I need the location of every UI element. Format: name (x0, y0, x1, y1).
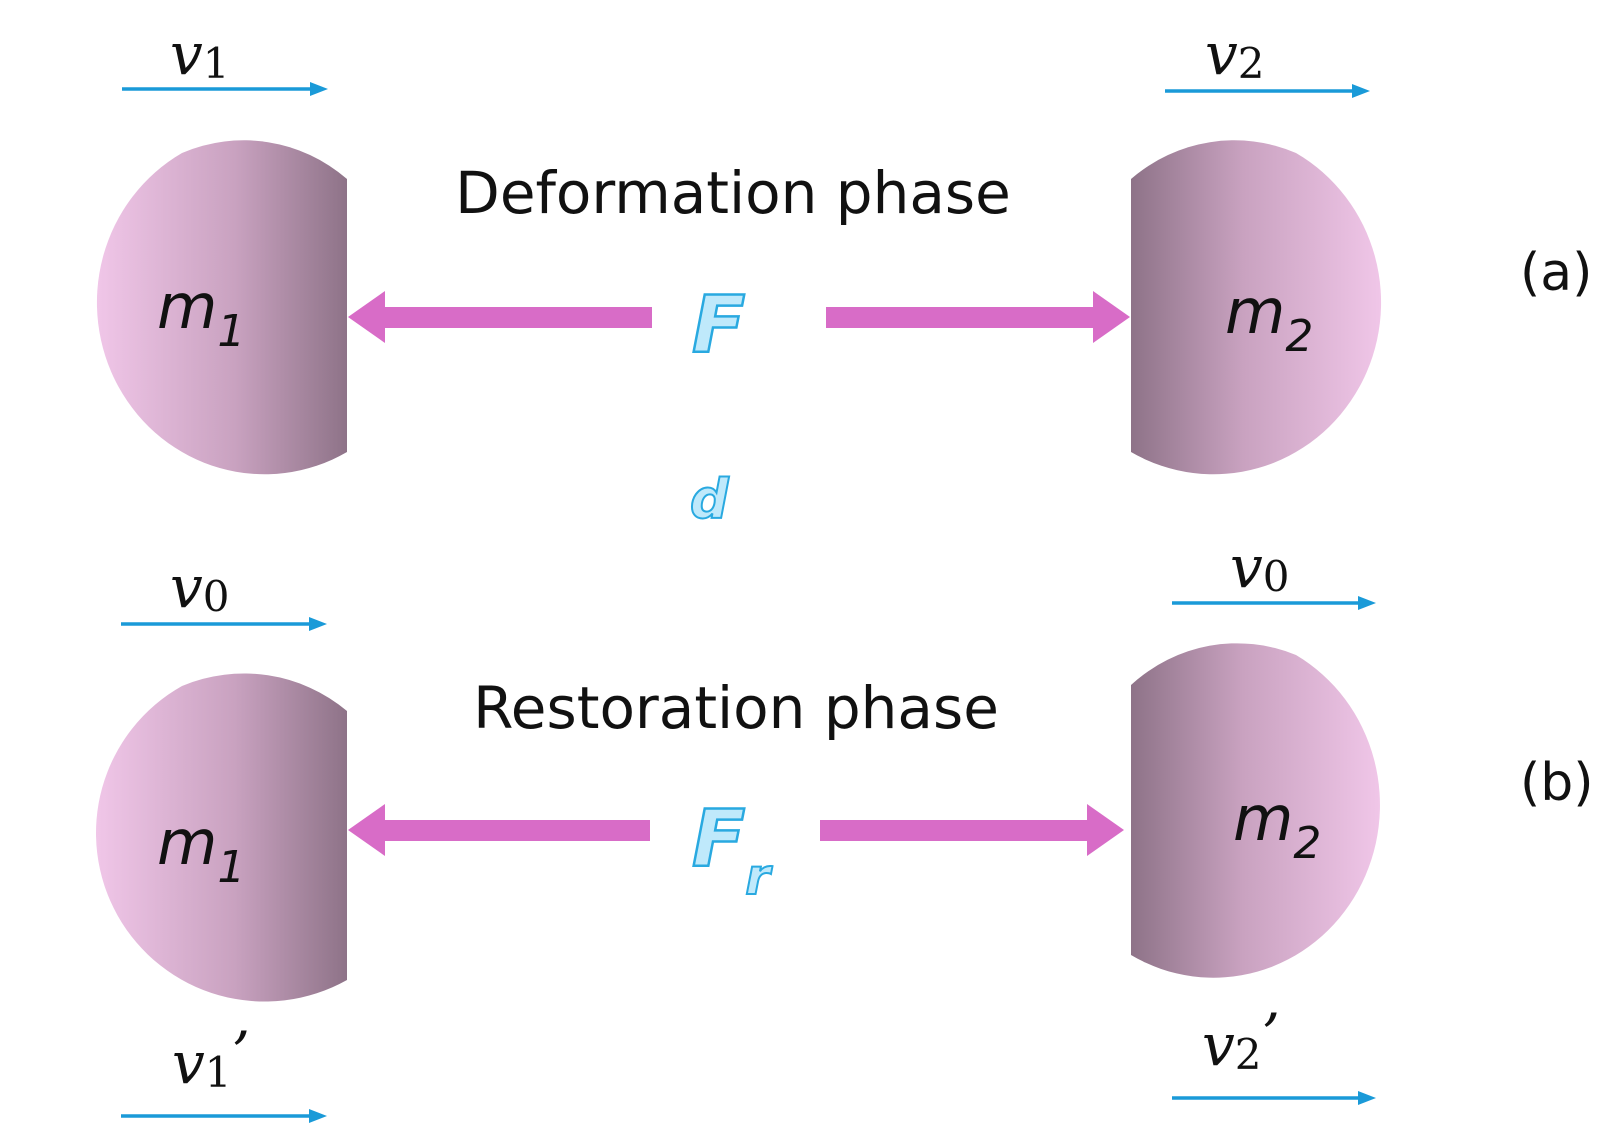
velocity-arrowhead (309, 617, 327, 631)
velocity-subscript: 1 (205, 1048, 232, 1097)
force-arrow-right (826, 291, 1130, 343)
velocity-symbol: v (170, 20, 203, 88)
velocity-symbol: v (172, 1029, 205, 1097)
velocity-v0-top-left: v0 (121, 553, 327, 631)
panel-a: v1 v2 Deformation phase m1 m2 (96, 20, 1592, 532)
force-label-F: F (692, 281, 745, 371)
panel-a-title: Deformation phase (455, 159, 1011, 227)
velocity-subscript: 1 (203, 39, 230, 88)
force-arrow-left (348, 804, 650, 856)
velocity-v1-top-left: v1 (122, 20, 328, 96)
force-label-Fr: Fr (692, 795, 773, 906)
velocity-arrowhead (1358, 1091, 1376, 1105)
velocity-arrowhead (1352, 84, 1370, 98)
mass-m1-label: m1 (157, 270, 245, 357)
velocity-subscript: 2 (1235, 1030, 1262, 1079)
force-arrow-right (820, 804, 1124, 856)
velocity-symbol: v (1202, 1011, 1235, 1079)
svg-text:v1’: v1’ (172, 1019, 250, 1097)
mass-m1-restoring (96, 673, 347, 1002)
mass-m1-deformed (96, 140, 347, 475)
force-arrow-left (348, 291, 652, 343)
panel-label-b: (b) (1520, 753, 1594, 813)
svg-text:v0: v0 (1230, 533, 1290, 601)
velocity-arrowhead (309, 1109, 327, 1123)
panel-b: v0 v0 Restoration phase m1 m2 (96, 533, 1594, 1123)
svg-text:v2’: v2’ (1202, 1001, 1280, 1079)
mass-m2-label: m2 (1233, 782, 1321, 869)
velocity-subscript: 0 (1263, 552, 1290, 601)
velocity-subscript: 2 (1238, 39, 1265, 88)
velocity-prime: ’ (1262, 1001, 1280, 1069)
svg-text:v2: v2 (1205, 20, 1265, 88)
velocity-symbol: v (1230, 533, 1263, 601)
velocity-subscript: 0 (203, 572, 230, 621)
panel-b-title: Restoration phase (473, 674, 999, 742)
mass-m1-label: m1 (157, 806, 245, 893)
velocity-v0-top-right: v0 (1172, 533, 1376, 610)
deformation-label-d: d (690, 468, 730, 531)
velocity-arrowhead (1358, 596, 1376, 610)
panel-label-a: (a) (1520, 243, 1592, 303)
velocity-v1-prime-bottom-left: v1’ (121, 1019, 327, 1123)
velocity-v2-top-right: v2 (1165, 20, 1370, 98)
velocity-arrowhead (310, 82, 328, 96)
mass-m2-deformed (1131, 140, 1382, 475)
velocity-v2-prime-bottom-right: v2’ (1172, 1001, 1376, 1105)
svg-text:v0: v0 (170, 553, 230, 621)
velocity-prime: ’ (232, 1019, 250, 1087)
mass-m2-label: m2 (1225, 275, 1313, 362)
velocity-symbol: v (1205, 20, 1238, 88)
velocity-symbol: v (170, 553, 203, 621)
mass-m2-restoring (1131, 643, 1380, 978)
svg-text:v1: v1 (170, 20, 230, 88)
